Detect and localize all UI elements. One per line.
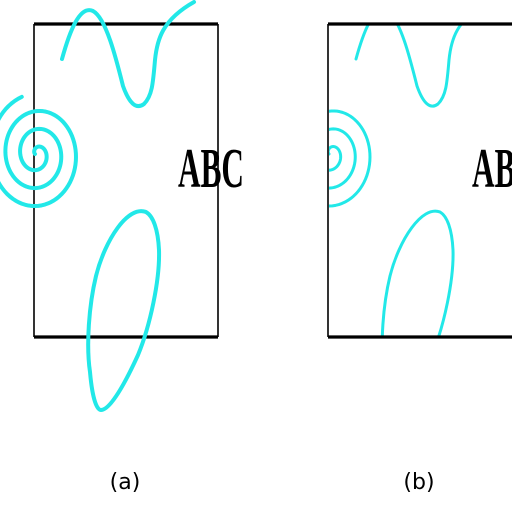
panel-b-ellipse-curve <box>380 209 455 337</box>
panel-a-ellipse-curve <box>86 209 162 412</box>
panel-b-abc-text: ABC <box>472 138 512 200</box>
panel-a-spiral-curve <box>0 94 78 209</box>
panel-a-abc-text: ABC <box>178 138 244 200</box>
panel-b-wave-curve <box>354 24 464 108</box>
panel-b-clipped-content: ABC <box>329 24 512 337</box>
panel-a-caption: (a) <box>110 470 141 495</box>
panel-a: ABC (a) <box>0 0 244 495</box>
panel-b: ABC (b) <box>327 22 512 495</box>
panel-b-spiral-curve <box>329 109 372 208</box>
panel-a-wave-curve <box>60 0 196 109</box>
panel-b-caption: (b) <box>403 470 434 495</box>
